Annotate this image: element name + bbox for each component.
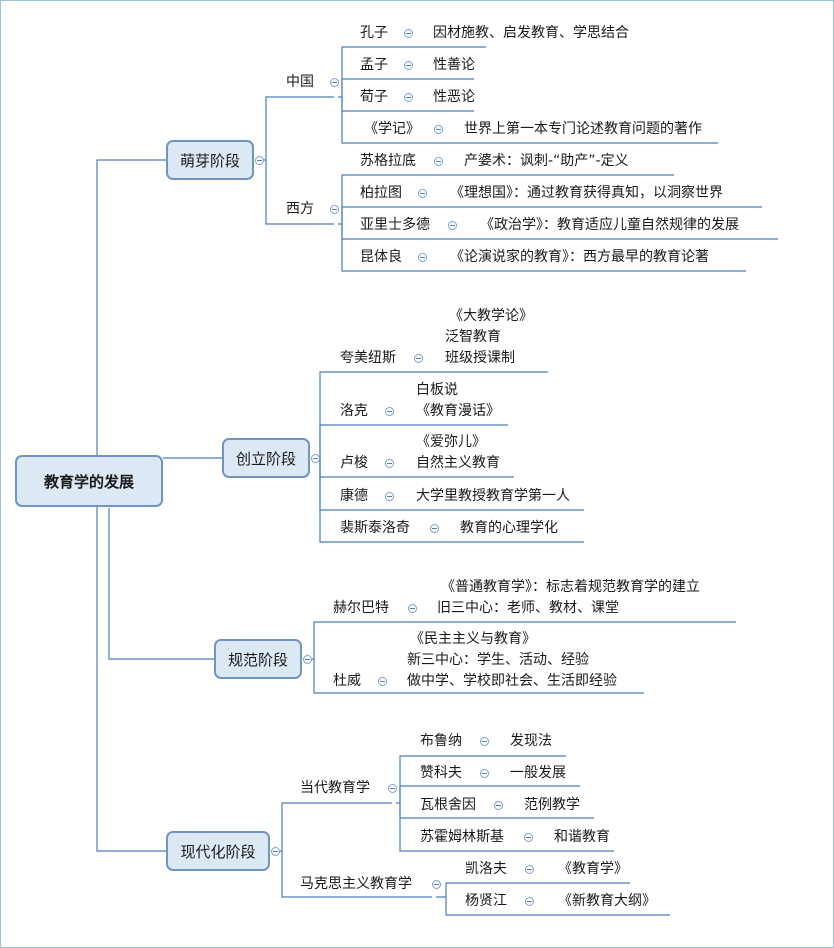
collapse-icon[interactable] <box>271 847 280 856</box>
group-label-china[interactable]: 中国 <box>286 74 314 90</box>
collapse-icon[interactable] <box>385 459 394 468</box>
description-text: 一般发展 <box>510 765 566 781</box>
description-text: 《爱弥儿》 <box>416 434 486 450</box>
person-label[interactable]: 《学记》 <box>364 121 420 137</box>
description-text: 《大教学论》 <box>449 308 533 324</box>
collapse-icon[interactable] <box>408 604 417 613</box>
person-label[interactable]: 孟子 <box>360 57 388 73</box>
person-label[interactable]: 昆体良 <box>360 249 402 265</box>
collapse-icon[interactable] <box>414 354 423 363</box>
stage-node-guifan[interactable]: 规范阶段 <box>214 639 302 679</box>
group-label-marxist[interactable]: 马克思主义教育学 <box>300 876 412 892</box>
description-text: 《理想国》：通过教育获得真知，以洞察世界 <box>450 185 723 201</box>
root-node[interactable]: 教育学的发展 <box>15 455 163 507</box>
description-text: 和谐教育 <box>554 829 610 845</box>
person-label[interactable]: 孔子 <box>360 25 388 41</box>
collapse-icon[interactable] <box>525 897 534 906</box>
person-label[interactable]: 苏格拉底 <box>360 153 416 169</box>
description-text: 范例教学 <box>524 797 580 813</box>
person-label[interactable]: 布鲁纳 <box>420 733 462 749</box>
person-label[interactable]: 苏霍姆林斯基 <box>420 829 504 845</box>
person-label[interactable]: 荀子 <box>360 89 388 105</box>
description-text: 泛智教育 <box>445 329 501 345</box>
collapse-icon[interactable] <box>255 156 264 165</box>
description-text: 自然主义教育 <box>416 455 500 471</box>
description-text: 教育的心理学化 <box>460 520 558 536</box>
description-text: 性恶论 <box>433 89 475 105</box>
person-label[interactable]: 亚里士多德 <box>360 217 430 233</box>
collapse-icon[interactable] <box>525 865 534 874</box>
description-text: 性善论 <box>433 57 475 73</box>
description-text: 大学里教授教育学第一人 <box>416 488 570 504</box>
description-text: 《民主主义与教育》 <box>410 631 536 647</box>
description-text: 《政治学》：教育适应儿童自然规律的发展 <box>480 217 739 233</box>
collapse-icon[interactable] <box>330 78 339 87</box>
group-label-west[interactable]: 西方 <box>286 201 314 217</box>
person-label[interactable]: 杨贤江 <box>465 893 507 909</box>
stage-node-xiandaihua[interactable]: 现代化阶段 <box>166 831 270 871</box>
collapse-icon[interactable] <box>524 833 533 842</box>
collapse-icon[interactable] <box>418 253 427 262</box>
person-label[interactable]: 杜威 <box>333 673 361 689</box>
collapse-icon[interactable] <box>385 407 394 416</box>
person-label[interactable]: 卢梭 <box>340 455 368 471</box>
person-label[interactable]: 瓦根舍因 <box>420 797 476 813</box>
collapse-icon[interactable] <box>385 492 394 501</box>
description-text: 做中学、学校即社会、生活即经验 <box>407 673 617 689</box>
person-label[interactable]: 康德 <box>340 488 368 504</box>
person-label[interactable]: 洛克 <box>340 403 368 419</box>
person-label[interactable]: 凯洛夫 <box>465 861 507 877</box>
person-label[interactable]: 夸美纽斯 <box>340 350 396 366</box>
person-label[interactable]: 赞科夫 <box>420 765 462 781</box>
collapse-icon[interactable] <box>418 189 427 198</box>
group-label-contemporary[interactable]: 当代教育学 <box>300 780 370 796</box>
collapse-icon[interactable] <box>378 677 387 686</box>
collapse-icon[interactable] <box>432 880 441 889</box>
description-text: 《新教育大纲》 <box>558 893 656 909</box>
description-text: 产婆术：讽刺-“助产”-定义 <box>464 153 629 169</box>
collapse-icon[interactable] <box>404 61 413 70</box>
description-text: 世界上第一本专门论述教育问题的著作 <box>464 121 702 137</box>
collapse-icon[interactable] <box>330 205 339 214</box>
stage-node-mengya[interactable]: 萌芽阶段 <box>166 140 254 180</box>
description-text: 因材施教、启发教育、学思结合 <box>433 25 629 41</box>
description-text: 《普通教育学》：标志着规范教育学的建立 <box>441 579 700 595</box>
collapse-icon[interactable] <box>311 454 320 463</box>
description-text: 班级授课制 <box>445 350 515 366</box>
description-text: 《教育学》 <box>558 861 628 877</box>
stage-node-chuangli[interactable]: 创立阶段 <box>222 438 310 478</box>
description-text: 发现法 <box>510 733 552 749</box>
collapse-icon[interactable] <box>434 125 443 134</box>
collapse-icon[interactable] <box>404 93 413 102</box>
description-text: 《论演说家的教育》：西方最早的教育论著 <box>450 249 709 265</box>
description-text: 新三中心：学生、活动、经验 <box>407 652 589 668</box>
person-label[interactable]: 裴斯泰洛奇 <box>340 520 410 536</box>
collapse-icon[interactable] <box>404 29 413 38</box>
collapse-icon[interactable] <box>448 221 457 230</box>
collapse-icon[interactable] <box>388 784 397 793</box>
person-label[interactable]: 柏拉图 <box>360 185 402 201</box>
collapse-icon[interactable] <box>430 524 439 533</box>
collapse-icon[interactable] <box>480 769 489 778</box>
collapse-icon[interactable] <box>434 157 443 166</box>
collapse-icon[interactable] <box>303 655 312 664</box>
description-text: 旧三中心：老师、教材、课堂 <box>437 600 619 616</box>
collapse-icon[interactable] <box>494 801 503 810</box>
description-text: 白板说 <box>416 382 458 398</box>
person-label[interactable]: 赫尔巴特 <box>333 600 389 616</box>
description-text: 《教育漫话》 <box>416 403 500 419</box>
collapse-icon[interactable] <box>480 737 489 746</box>
